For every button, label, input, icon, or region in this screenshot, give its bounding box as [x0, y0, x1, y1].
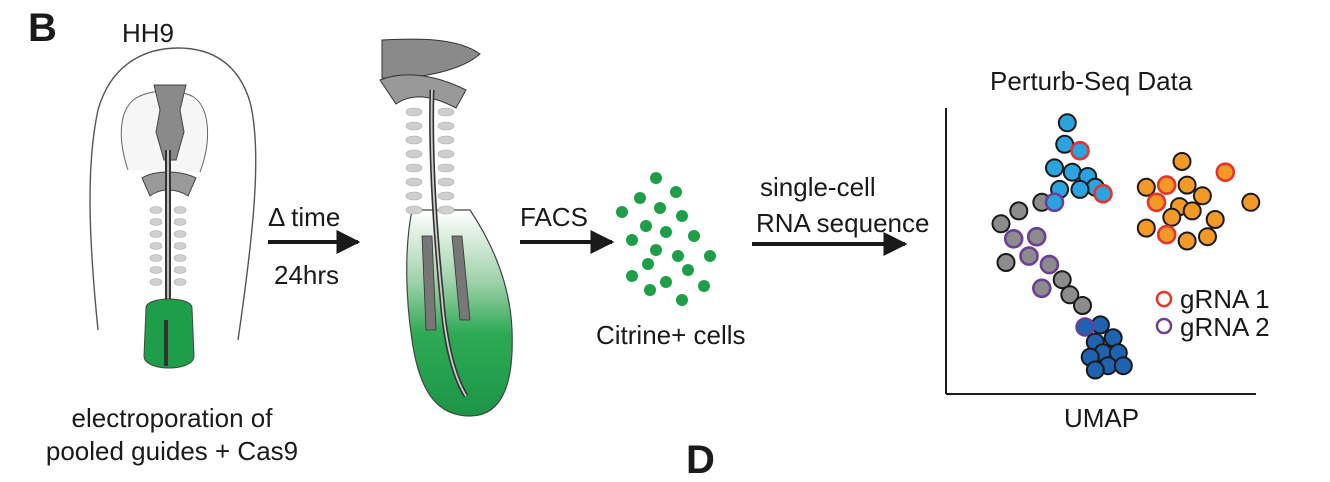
scatter-point-c1-p3	[1045, 158, 1064, 178]
step3-line1: single-cell	[760, 172, 876, 202]
scatter-point-c2-p0	[1172, 152, 1192, 171]
legend-marker-grna1	[1155, 290, 1173, 308]
scatter-point-c0-p3	[1003, 229, 1024, 249]
scatter-point-c1-p2	[1070, 140, 1090, 161]
panel-letter-b: B	[28, 6, 57, 50]
legend-label-grna1: gRNA 1	[1180, 284, 1270, 314]
scatter-point-c2-p3	[1156, 175, 1177, 195]
scatter-point-c1-p4	[1062, 162, 1082, 182]
scatter-point-c2-p15	[1198, 227, 1217, 247]
scatter-point-c0-p7	[1039, 254, 1060, 275]
plot-xlabel: UMAP	[1064, 403, 1140, 433]
scatter-point-c2-p1	[1215, 162, 1236, 182]
scatter-point-c3-p9	[1085, 360, 1105, 380]
scatter-point-c0-p6	[996, 253, 1016, 272]
legend-marker-grna2	[1155, 317, 1173, 335]
legend-label-grna2: gRNA 2	[1180, 312, 1270, 342]
scatter-point-c1-p10	[1044, 192, 1065, 213]
scatter-point-c0-p4	[1026, 226, 1047, 247]
24hr-embryo-illustration	[379, 38, 513, 417]
stage-label: HH9	[122, 18, 175, 48]
scatter-point-c1-p9	[1093, 183, 1113, 204]
caption-line-2: pooled guides + Cas9	[45, 435, 299, 466]
scatter-point-c0-p8	[1052, 270, 1072, 290]
scatter-point-c1-p0	[1057, 113, 1077, 133]
scatter-point-c0-p2	[991, 214, 1011, 234]
scatter-point-c2-p10	[1162, 207, 1182, 227]
caption-line-1: electroporation of	[71, 403, 273, 433]
step2-label: FACS	[520, 202, 588, 232]
panel-letter-d: D	[686, 438, 715, 482]
scatter-point-c0-p9	[1032, 278, 1052, 299]
hh9-embryo-illustration	[89, 47, 257, 369]
scatter-point-c0-p11	[1073, 296, 1092, 315]
scatter-point-c2-p8	[1192, 186, 1212, 206]
step3-line2: RNA sequence	[756, 208, 930, 238]
scatter-point-c2-p5	[1241, 192, 1261, 212]
scatter-point-c2-p2	[1136, 177, 1156, 197]
step1-top-label: Δ time	[268, 202, 341, 232]
scatter-point-c0-p5	[1019, 246, 1039, 266]
scatter-point-c2-p13	[1156, 224, 1177, 245]
cells-label: Citrine+ cells	[596, 320, 746, 350]
scatter-point-c1-p7	[1070, 179, 1090, 199]
plot-title: Perturb-Seq Data	[990, 66, 1193, 96]
scatter-point-c2-p4	[1177, 175, 1197, 195]
step1-bottom-label: 24hrs	[274, 260, 340, 290]
scatter-point-c3-p1	[1075, 317, 1095, 337]
scatter-point-c2-p12	[1136, 218, 1156, 238]
embryo-caption: electroporation of pooled guides + Cas9	[0, 402, 344, 467]
scatter-point-c0-p1	[1009, 201, 1029, 221]
scatter-point-c3-p8	[1113, 356, 1133, 376]
scatter-point-c2-p9	[1182, 201, 1202, 221]
scatter-point-c2-p14	[1177, 231, 1197, 251]
scatter-point-c2-p11	[1205, 210, 1225, 229]
scatter-point-c2-p6	[1146, 192, 1167, 213]
scatter-point-c0-p10	[1060, 285, 1080, 305]
scatter-points	[991, 113, 1261, 380]
citrine-cells-cluster	[616, 172, 716, 306]
